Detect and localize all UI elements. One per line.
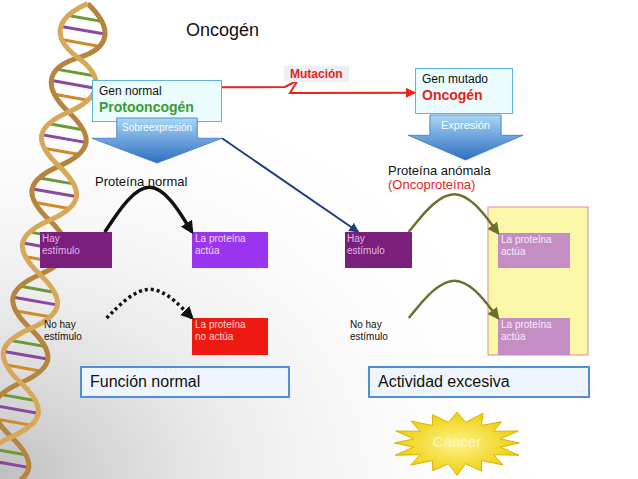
helix-rung [4,351,47,359]
helix-rung [33,189,76,197]
text-wrap: Expresión [430,119,501,132]
node-text: Protooncogén [99,99,219,115]
node-text: Actividad excesiva [378,373,578,391]
block-arrow-outline [92,118,222,163]
text-wrap: La proteína actúa [501,319,557,342]
outcome-box: Función normal [80,366,290,398]
text-wrap: La proteína actúa [195,233,251,256]
outcome-box: Actividad excesiva [368,366,590,398]
cancer-burst: Cáncer [392,412,522,474]
text-wrap: Hay estímulo [347,233,393,256]
gene-box: Gen mutadoOncogén [415,68,513,114]
node-text: La proteína actúa [501,234,557,257]
node-text: La proteína no actúa [195,319,251,342]
stimulus-box: Hay estímulo [345,232,412,268]
expression-arrow: Sobreexpresión [92,118,222,163]
connector-arrow [105,187,192,232]
node-text: Gen normal [99,85,219,99]
text-wrap: La proteína no actúa [195,319,251,342]
text-wrap: Sobreexpresión [117,122,197,134]
text-wrap: Actividad excesiva [378,373,578,391]
node-text: Cáncer [392,433,522,450]
protein-label: (Oncoproteína) [388,177,475,192]
text-wrap: Hay estímulo [42,233,88,256]
protein-acts-box: La proteína actúa [498,318,570,355]
helix-rung [0,460,28,468]
connector-arrow [107,289,192,318]
helix-rung [42,135,85,143]
node-text: La proteína actúa [501,319,557,342]
connector-arrow [222,138,358,232]
node-text: Hay estímulo [347,233,393,256]
text-wrap: Cáncer [392,433,522,450]
protein-inactive-box: La proteína no actúa [192,318,268,355]
connector-arrow [409,194,498,233]
gene-box: Gen normalProtooncogén [92,80,222,122]
diagram-title: Oncogén [186,20,259,41]
node-text: No hay estímulo [350,319,396,342]
protein-label: Proteína normal [95,174,188,189]
protein-label: Proteína anómala [388,163,491,178]
helix-rung [0,419,31,425]
node-text: Función normal [90,373,280,391]
text-wrap: Gen normalProtooncogén [99,85,219,115]
helix-rung [59,70,92,76]
stimulus-box: Hay estímulo [40,232,112,268]
text-wrap: Gen mutadoOncogén [422,73,510,103]
no-stimulus-box: No hay estímulo [348,318,412,352]
helix-rung [64,40,97,46]
text-wrap: Función normal [90,373,280,391]
node-text: Oncogén [422,87,510,103]
block-arrow-outline [408,115,523,160]
helix-rung [61,26,104,34]
helix-rung [52,81,95,89]
text-wrap: No hay estímulo [350,319,396,342]
helix-rung [14,297,57,305]
edge-label: Mutación [284,66,349,82]
protein-acts-box: La proteína actúa [498,233,570,268]
protein-acts-box: La proteína actúa [192,232,268,268]
node-text: Gen mutado [422,73,510,87]
node-text: Sobreexpresión [117,122,197,134]
node-text: No hay estímulo [44,319,90,342]
helix-rung [0,406,38,414]
expression-arrow: Expresión [408,115,523,160]
text-wrap: La proteína actúa [501,234,557,257]
connector-arrow [409,281,498,318]
node-text: Expresión [430,119,501,132]
node-text: La proteína actúa [195,233,251,256]
text-wrap: No hay estímulo [44,319,90,342]
no-stimulus-box: No hay estímulo [42,318,110,352]
highlight-panel [488,207,588,355]
node-text: Hay estímulo [42,233,88,256]
